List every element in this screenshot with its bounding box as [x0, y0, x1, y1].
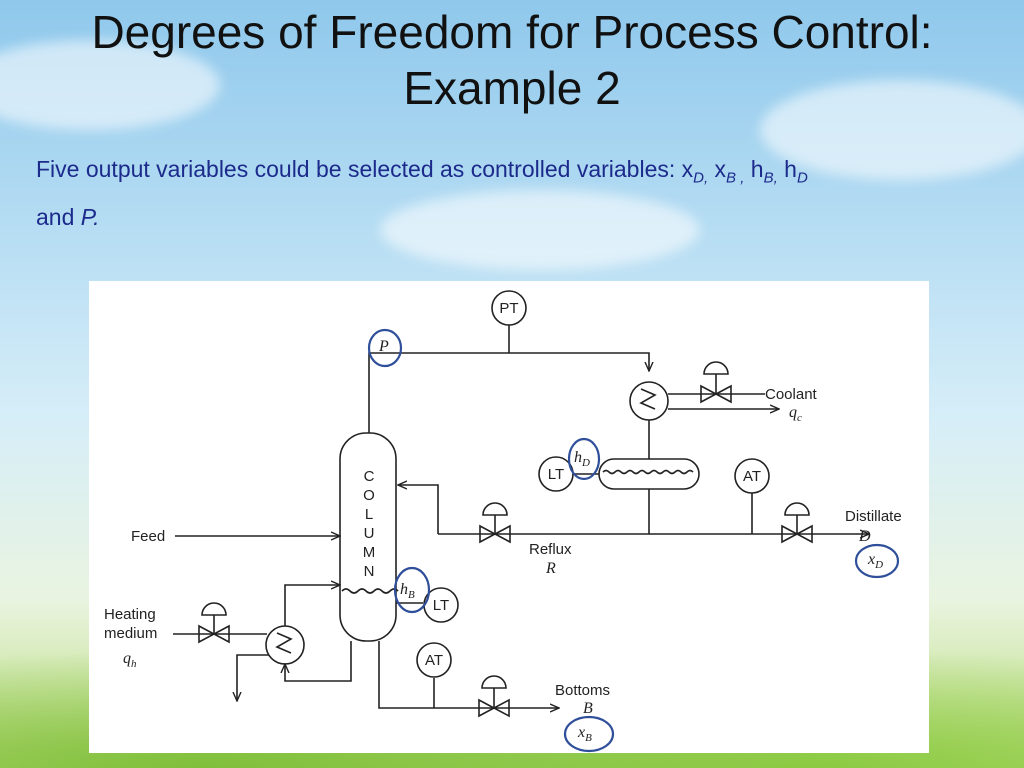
- column-letter: M: [363, 544, 376, 561]
- slide-title: Degrees of Freedom for Process Control: …: [91, 6, 933, 114]
- hb-symbol: hB: [400, 581, 415, 601]
- bottoms-valve: [478, 675, 510, 718]
- subtitle-p: P.: [80, 203, 100, 230]
- column-letter: C: [364, 468, 375, 485]
- heating-medium-outlet: [237, 654, 269, 701]
- column-letter: U: [364, 525, 375, 542]
- highlight-xb: xB: [563, 715, 615, 753]
- condenser-coil: [639, 388, 657, 410]
- subtitle-xd-subscript: D,: [693, 169, 709, 187]
- process-flow-svg: C O L U M N PT Coolant qc: [104, 290, 902, 753]
- lt-bottom-label: LT: [433, 597, 449, 614]
- subtitle-text: Five output variables could be selected …: [36, 156, 694, 182]
- background-cloud: [380, 190, 700, 270]
- column-letter: L: [365, 506, 373, 523]
- xb-symbol: xB: [577, 724, 592, 744]
- bottoms-symbol: B: [583, 700, 593, 717]
- heating-medium-valve: [198, 602, 230, 644]
- medium-label: medium: [104, 625, 157, 642]
- subtitle-and: and: [36, 203, 81, 230]
- highlight-xd: xD: [854, 543, 900, 579]
- coolant-label: Coolant: [765, 386, 818, 403]
- distillate-label: Distillate: [845, 508, 902, 525]
- bottoms-label: Bottoms: [555, 682, 610, 699]
- heating-label: Heating: [104, 606, 156, 623]
- column-letter: O: [363, 487, 375, 504]
- qc-symbol: qc: [789, 404, 802, 424]
- overhead-vapor-line: [368, 352, 649, 433]
- slide-subtitle: Five output variables could be selected …: [36, 150, 996, 236]
- reflux-return-line: [398, 485, 439, 534]
- lt-drum-label: LT: [548, 466, 564, 483]
- qh-symbol: qh: [123, 650, 137, 670]
- column-liquid-level: [341, 588, 399, 594]
- reflux-symbol: R: [545, 560, 556, 577]
- subtitle-hb-subscript: B,: [763, 169, 778, 187]
- subtitle-x: x: [708, 156, 727, 182]
- drum-liquid-level: [602, 469, 694, 475]
- at-bottoms-label: AT: [425, 652, 443, 669]
- subtitle-h: h: [744, 156, 764, 182]
- subtitle-hd-subscript: D: [796, 169, 808, 187]
- reflux-label: Reflux: [529, 541, 572, 558]
- pt-label: PT: [499, 300, 518, 317]
- distillate-symbol: D: [858, 528, 871, 545]
- column-label: C O L U M N: [363, 468, 376, 580]
- subtitle-h: h: [777, 156, 797, 182]
- reflux-valve: [479, 502, 511, 544]
- hd-symbol: hD: [574, 449, 590, 469]
- analyzer-bottoms: [416, 642, 452, 678]
- highlight-hb: hB: [393, 566, 431, 614]
- column-letter: N: [364, 563, 375, 580]
- at-distillate-label: AT: [743, 468, 761, 485]
- reboiler-coil: [275, 632, 293, 654]
- pressure-transmitter: [491, 290, 527, 326]
- condenser: [629, 381, 669, 421]
- distillation-column-diagram: C O L U M N PT Coolant qc: [89, 281, 929, 753]
- highlight-hd: hD: [567, 437, 601, 481]
- reboiler-vapor-return: [284, 585, 340, 626]
- analyzer-distillate: [734, 458, 770, 494]
- subtitle-xb-subscript: B ,: [726, 169, 745, 187]
- xd-symbol: xD: [867, 551, 883, 571]
- bottoms-line: [378, 641, 559, 708]
- distillate-valve: [781, 502, 813, 544]
- background-cloud: [0, 40, 220, 130]
- feed-label: Feed: [131, 528, 165, 545]
- svg-text:P: P: [378, 338, 389, 355]
- highlight-p: P: [367, 328, 403, 368]
- reboiler-feed-line: [285, 641, 352, 682]
- background-cloud: [760, 80, 1024, 180]
- coolant-valve: [700, 361, 732, 404]
- reboiler: [265, 625, 305, 665]
